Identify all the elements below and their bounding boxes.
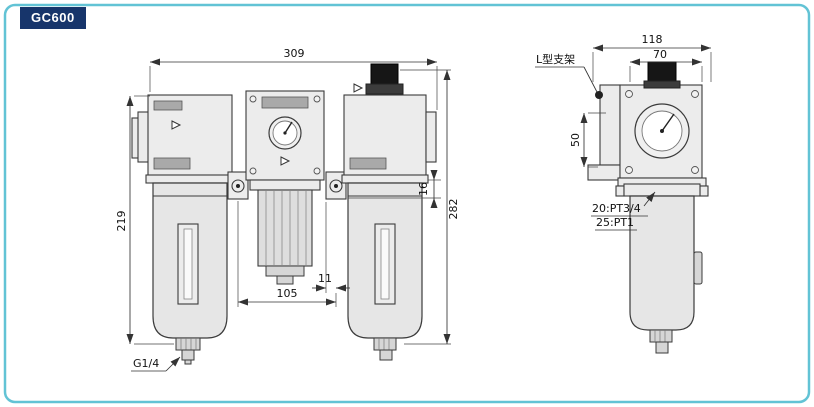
clamp-right [325,171,347,200]
dim-282-label: 282 [447,199,460,220]
lubricator-unit [341,63,437,361]
flow-arrow-icon [171,120,182,130]
dimension-span-105: 105 [237,201,337,307]
lubricator-label [349,157,387,170]
port-label-20: 20:PT3/4 [592,202,641,215]
filter-label [153,157,191,170]
label-drain-port: G1/4 [131,356,181,372]
dimension-depth-118: 118 [592,33,712,82]
label-bracket-callout: L型支架 [535,52,603,99]
lubricator-outlet-flange [425,111,437,163]
dimension-height-282: 282 [400,69,460,345]
dimension-offset-11: 11 [312,202,350,293]
label-port-callout: 20:PT3/4 25:PT1 [591,191,656,231]
dim-16-label: 16 [417,182,430,196]
model-badge: GC600 [20,7,86,29]
regulator-nameplate [261,96,309,109]
dimension-height-219: 219 [115,95,174,345]
regulator-spring-housing [257,189,313,285]
clamp-left [227,171,249,200]
dimension-width-70: 70 [629,48,703,82]
dimension-flange-16: 16 [348,170,441,208]
dim-105-label: 105 [277,287,298,300]
front-view: 309 219 282 [115,47,460,372]
side-view: 118 70 50 L型支架 [535,33,712,354]
dim-11-label: 11 [318,272,332,285]
dim-50-label: 50 [569,133,582,147]
flow-arrow-icon [280,156,291,166]
dim-118-label: 118 [642,33,663,46]
page-border [3,3,811,404]
flow-arrow-icon [353,83,364,93]
dimension-width-309: 309 [149,47,438,110]
bowl-clip [693,251,703,285]
filter-drain-valve [175,337,201,365]
port-label-25: 25:PT1 [596,216,634,229]
mounting-bracket [587,84,621,181]
drain-port-label: G1/4 [133,357,159,370]
side-drain-valve [649,329,673,354]
dimension-bracket-50: 50 [569,112,606,168]
bracket-label: L型支架 [536,52,575,66]
dim-70-label: 70 [653,48,667,61]
filter-nameplate [153,100,183,111]
gauge-needle [284,121,293,134]
dim-309-label: 309 [284,47,305,60]
dim-219-label: 219 [115,211,128,232]
regulator-unit [245,90,325,285]
side-bowl [629,195,695,331]
filter-unit [131,94,235,365]
gauge-needle [661,113,675,132]
lubricator-drain-valve [373,337,397,361]
